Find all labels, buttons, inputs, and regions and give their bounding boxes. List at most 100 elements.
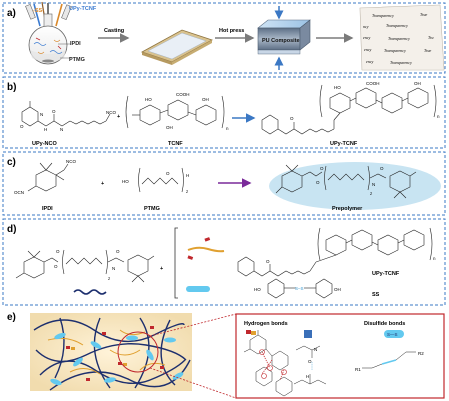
film-word-9: Transparency [384, 48, 406, 53]
ptmg-label-a: PTMG [69, 57, 85, 63]
panel-e-letter: e) [7, 312, 16, 323]
hbond-circles [259, 349, 287, 379]
hydrogen-bonds-title: Hydrogen bonds [244, 321, 288, 327]
ss-capsules [50, 332, 184, 386]
urethane-h: H [306, 374, 309, 379]
panel-d: d) O O O N z + [2, 218, 446, 306]
atom-o1: O [20, 124, 24, 129]
upy-tcnf-structure-d [237, 227, 433, 277]
plus-sign-b: + [117, 114, 120, 120]
disulfide-capsule-icon [384, 330, 404, 338]
film-word-10: True [424, 48, 432, 53]
panel-a: a) -SS- UPy-TCNF IPDI [2, 1, 446, 74]
atom-nco: NCO [106, 110, 116, 115]
zoom-line-bottom [149, 367, 237, 399]
disulfide-exchange-structure [362, 351, 416, 369]
zoom-box [235, 313, 445, 399]
product-oh1: HO [334, 85, 341, 90]
r1-label: R1 [355, 367, 361, 372]
casting-mold-icon [141, 29, 213, 65]
product-cooh: COOH [366, 81, 380, 86]
tcnf-structure [125, 95, 225, 129]
tcnf-cooh: COOH [176, 92, 190, 97]
zoom-line-top [149, 313, 237, 337]
panel-a-letter: a) [7, 8, 16, 19]
urethane-hbond-structure [293, 345, 327, 385]
disulfide-bonds-title: Disulfide bonds [364, 321, 405, 327]
ptmg-ho: HO [122, 179, 129, 184]
product-o: O [290, 116, 294, 121]
hot-press-label: Hot press [219, 28, 244, 34]
upy-nco-structure [21, 101, 111, 127]
transparent-film-photo [359, 4, 445, 71]
atom-o2: O [52, 109, 56, 114]
panel-a-border [2, 2, 446, 74]
atom-h1: H [44, 127, 47, 132]
ipdi-nco2: OCN [14, 190, 24, 195]
plus-sign-d: + [160, 266, 163, 272]
film-word-2: True [420, 12, 428, 17]
prepolymer-structure [275, 164, 417, 199]
upy-tcnf-label-d: UPy-TCNF [372, 271, 400, 277]
panel-b-border [2, 76, 446, 149]
panel-c-letter: c) [7, 157, 16, 168]
prepolymer-label: Prepolymer [332, 206, 363, 212]
ptmg-label-c: PTMG [144, 206, 160, 212]
urethane-square-icon [304, 330, 312, 338]
urethane-n: N [314, 347, 317, 352]
panel-d-border [2, 218, 446, 306]
film-word-4: Transparency [386, 23, 408, 28]
upy-tcnf-structure [261, 84, 437, 135]
prepolymer-chain-structure [15, 249, 155, 283]
ss-capsule-icon [186, 286, 210, 292]
prep-o2: O [54, 264, 58, 269]
panel-e: e) [7, 312, 445, 399]
ipdi-nco1: NCO [66, 159, 76, 164]
prepolymer-n: N [372, 182, 375, 187]
atom-nh1: N [40, 112, 43, 117]
ss-ho: HO [254, 287, 261, 292]
film-word-12: Transparency [390, 60, 412, 65]
ptmg-z: z [186, 189, 189, 194]
product-subscript: n [437, 114, 440, 119]
pu-composite-slab-icon [257, 6, 311, 70]
ipdi-label-a: IPDI [70, 41, 81, 47]
tcnf-label: TCNF [168, 141, 183, 147]
ss-oh: OH [334, 287, 341, 292]
product-oh2: OH [414, 81, 421, 86]
film-word-11: ency [366, 59, 374, 64]
prepolymer-highlight [269, 162, 441, 210]
prep-z: z [108, 276, 111, 281]
urethane-o: O [308, 359, 312, 364]
tcnf-oh2: OH [202, 97, 209, 102]
disulfide-ss-text: S—S [387, 332, 398, 337]
tcnf-oh3: OH [166, 125, 173, 130]
ss-label-d: SS [372, 292, 380, 298]
tcnf-subscript: n [226, 126, 229, 131]
prepolymer-o1: O [316, 180, 320, 185]
upy-tcnf-chain-icon [187, 237, 225, 260]
ss-label: -SS- [33, 8, 44, 14]
ss-s-atoms: S–S [295, 286, 304, 291]
prepolymer-o3: O [380, 166, 384, 171]
film-word-5: ency [363, 35, 371, 40]
hydrogen-bond-markers [261, 351, 285, 381]
panel-b-letter: b) [7, 82, 16, 93]
upy-d-o: O [266, 259, 270, 264]
ptmg-structure [138, 167, 184, 193]
upy-nco-label: UPy-NCO [32, 141, 57, 147]
pu-composite-label: PU Composite [262, 38, 300, 44]
prepolymer-o2: O [320, 166, 324, 171]
film-word-3: ncy [363, 24, 369, 29]
bracket [174, 227, 178, 299]
ptmg-h: H [186, 173, 189, 178]
prepolymer-chain-icon [73, 289, 107, 295]
ipdi-structure [27, 162, 69, 192]
ipdi-label-c: IPDI [42, 206, 53, 212]
atom-nh2: N [60, 127, 63, 132]
upy-tcnf-label-a: UPy-TCNF [69, 6, 97, 12]
casting-label: Casting [104, 28, 124, 34]
r2-label: R2 [418, 351, 424, 356]
panel-c: c) NCO OCN IPDI + HO O H z PTMG [2, 151, 446, 216]
